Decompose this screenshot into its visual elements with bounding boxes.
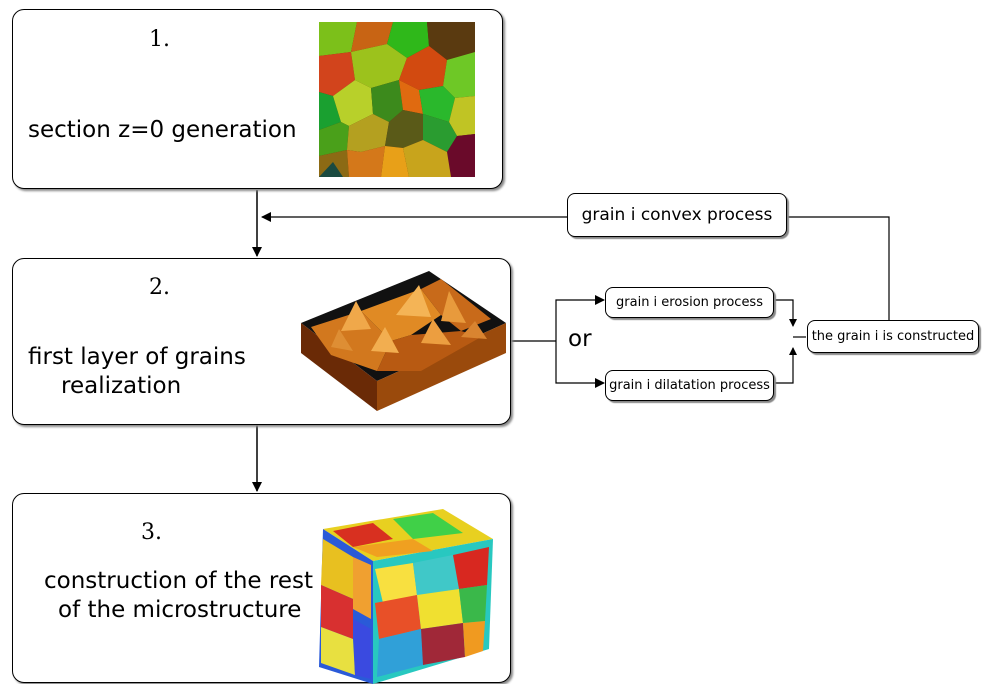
erosion-to-merge — [774, 299, 797, 327]
dilatation-to-merge — [774, 347, 797, 384]
microstructure-cube-image — [319, 509, 493, 684]
or-label: or — [568, 326, 592, 352]
step2-box: 2. first layer of grains realization — [12, 258, 511, 425]
dilatation-process-label: grain i dilatation process — [609, 378, 770, 393]
convex-process-label: grain i convex process — [581, 205, 773, 225]
erosion-process-box: grain i erosion process — [605, 287, 774, 318]
step1-label: section z=0 generation — [28, 117, 297, 143]
dilatation-process-box: grain i dilatation process — [605, 370, 774, 401]
step2-number: 2. — [149, 275, 170, 300]
grain-constructed-box: the grain i is constructed — [807, 320, 979, 353]
erosion-process-label: grain i erosion process — [616, 295, 763, 310]
step3-label-line1: construction of the rest — [44, 568, 313, 594]
step1-box: 1. section z=0 generation — [12, 9, 503, 189]
convex-process-box: grain i convex process — [567, 193, 787, 237]
step2-label-line1: first layer of grains — [28, 344, 246, 370]
voronoi-section-image — [319, 22, 475, 177]
step3-number: 3. — [141, 520, 162, 545]
grain-layer-3d-image — [301, 271, 506, 411]
step1-number: 1. — [149, 27, 170, 52]
step2-label-line2: realization — [61, 373, 182, 399]
step3-box: 3. construction of the rest of the micro… — [12, 493, 511, 684]
grain-constructed-label: the grain i is constructed — [811, 329, 975, 344]
step3-label-line2: of the microstructure — [58, 597, 302, 623]
branch-up — [555, 295, 605, 341]
loop-constructed-to-convex — [787, 216, 890, 320]
branch-down — [555, 341, 605, 388]
